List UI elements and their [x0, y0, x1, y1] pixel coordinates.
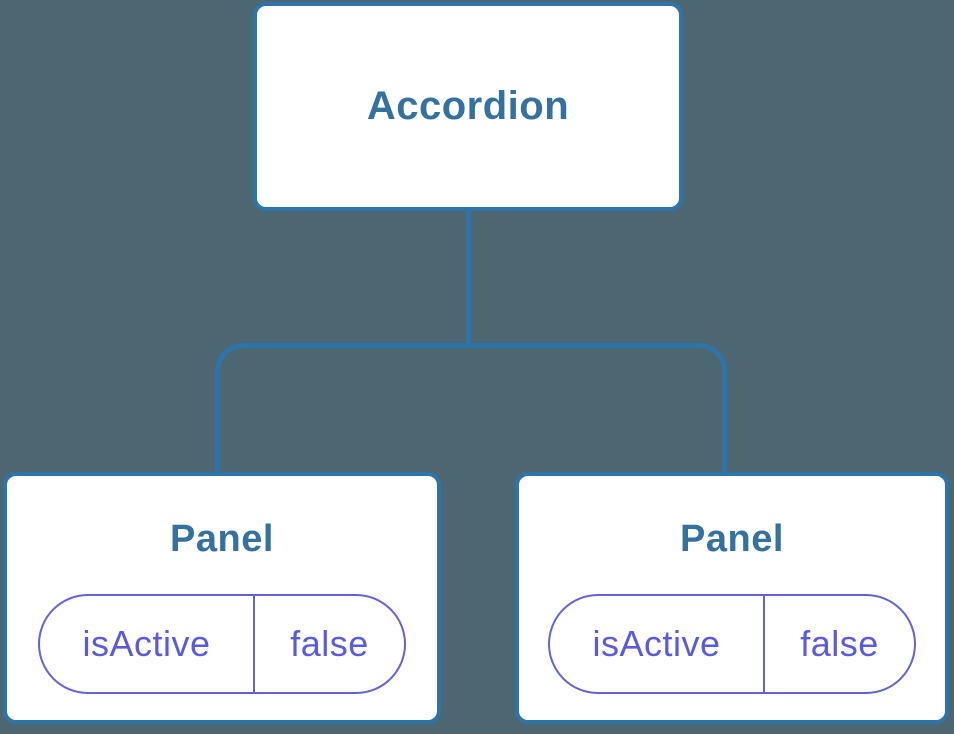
state-value: false — [763, 596, 914, 692]
component-node-panel-right: Panel isActive false — [515, 472, 949, 724]
state-key: isActive — [592, 623, 721, 664]
state-pill: isActive false — [38, 594, 406, 694]
tree-connector-branch — [215, 343, 727, 472]
state-key: isActive — [82, 623, 211, 664]
state-pill: isActive false — [548, 594, 916, 694]
component-node-accordion: Accordion — [253, 2, 683, 211]
panel-node-label: Panel — [680, 518, 784, 560]
state-value: false — [253, 596, 404, 692]
component-node-panel-left: Panel isActive false — [3, 472, 441, 724]
tree-connector-stem — [466, 209, 471, 345]
accordion-node-label: Accordion — [366, 84, 570, 128]
panel-node-label: Panel — [170, 518, 274, 560]
